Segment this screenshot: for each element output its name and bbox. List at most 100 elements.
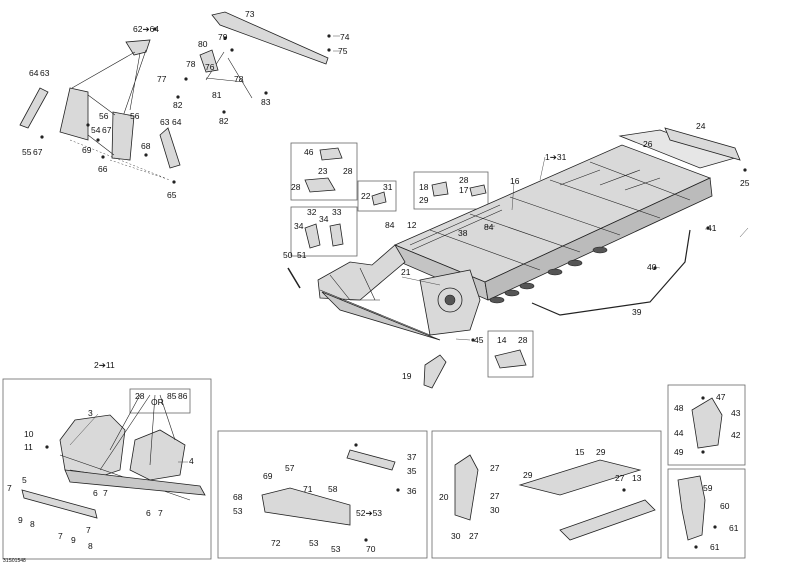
callout-27a: 27 — [490, 463, 500, 473]
callout-39: 39 — [632, 307, 642, 317]
callout-23: 23 — [318, 166, 328, 176]
callout-1-31: 1➔31 — [545, 152, 567, 162]
subassembly-box-42-49 — [667, 384, 746, 466]
skid-plate-58 — [261, 487, 351, 526]
callout-51: 51 — [297, 250, 307, 260]
side-panel-13 — [559, 499, 656, 541]
callout-79: 79 — [218, 32, 228, 42]
callout-8b: 8 — [88, 541, 93, 551]
callout-61a: 61 — [729, 523, 739, 533]
callout-3: 3 — [88, 408, 93, 418]
subassembly-box-59-61 — [667, 468, 746, 559]
callout-36: 36 — [407, 486, 417, 496]
lever-76-78 — [199, 49, 219, 73]
callout-46: 46 — [304, 147, 314, 157]
subassembly-box-18-29 — [413, 171, 489, 210]
callout-58: 58 — [328, 484, 338, 494]
subassembly-box-52-72 — [217, 430, 428, 559]
tunnel-side-vents — [489, 246, 608, 304]
callout-41: 41 — [707, 223, 717, 233]
callout-7a: 7 — [7, 483, 12, 493]
callout-77: 77 — [157, 74, 167, 84]
callout-56b: 56 — [130, 111, 140, 121]
callout-62-64: 62➔64 — [133, 24, 159, 34]
callout-35: 35 — [407, 466, 417, 476]
callout-34a: 34 — [319, 214, 329, 224]
callout-19: 19 — [402, 371, 412, 381]
callout-80: 80 — [198, 39, 208, 49]
strip-38 — [409, 204, 503, 251]
callout-74: 74 — [340, 32, 350, 42]
leader-lines — [69, 35, 749, 463]
steering-arm-73 — [211, 11, 329, 65]
callout-18: 18 — [419, 182, 429, 192]
bracket-46 — [319, 147, 343, 161]
bracket-14 — [494, 349, 527, 369]
callout-43: 43 — [731, 408, 741, 418]
callout-66: 66 — [98, 164, 108, 174]
plate-23 — [304, 177, 336, 193]
callout-78a: 78 — [186, 59, 196, 69]
callout-69: 69 — [82, 145, 92, 155]
callout-59: 59 — [703, 483, 713, 493]
front-frame-assembly — [59, 394, 206, 501]
callout-84b: 84 — [484, 222, 494, 232]
callout-2-11: 2➔11 — [94, 360, 115, 370]
rod-50-51 — [287, 267, 301, 289]
callout-53b: 53 — [309, 538, 319, 548]
front-frame — [317, 244, 481, 341]
callout-27b: 27 — [490, 491, 500, 501]
cable-39-40 — [531, 229, 691, 316]
callout-40: 40 — [647, 262, 657, 272]
callout-63a: 63 — [40, 68, 50, 78]
callout-21: 21 — [401, 267, 411, 277]
callout-82b: 82 — [219, 116, 229, 126]
callout-60: 60 — [720, 501, 730, 511]
callout-83: 83 — [261, 97, 271, 107]
callout-6a: 6 — [93, 488, 98, 498]
callout-29b: 29 — [596, 447, 606, 457]
bracket-20 — [454, 454, 479, 521]
callout-7b: 7 — [103, 488, 108, 498]
callout-28c: 28 — [459, 175, 469, 185]
bracket-32 — [304, 223, 321, 249]
bracket-17 — [469, 184, 487, 197]
callout-20: 20 — [439, 492, 449, 502]
callout-52-53: 52➔53 — [356, 508, 382, 518]
subassembly-box-32-34 — [290, 206, 358, 257]
subassembly-box-14-28 — [487, 330, 534, 378]
callout-55: 55 — [22, 147, 32, 157]
callout-11: 11 — [24, 442, 33, 452]
callout-9b: 9 — [71, 535, 76, 545]
subassembly-box-2-11 — [2, 378, 212, 560]
callout-4: 4 — [189, 456, 194, 466]
callout-27c: 27 — [615, 473, 625, 483]
callout-84a: 84 — [385, 220, 395, 230]
callout-25: 25 — [740, 178, 750, 188]
callout-71: 71 — [303, 484, 313, 494]
callout-32: 32 — [307, 207, 317, 217]
callout-64b: 64 — [172, 117, 182, 127]
callout-50: 50 — [283, 250, 293, 260]
subassembly-box-13-30 — [431, 430, 662, 559]
callout-72: 72 — [271, 538, 281, 548]
callout-68b: 68 — [233, 492, 243, 502]
callout-10: 10 — [24, 429, 34, 439]
callout-30b: 30 — [451, 531, 461, 541]
callout-28b: 28 — [291, 182, 301, 192]
callout-34b: 34 — [294, 221, 304, 231]
callout-31: 31 — [383, 182, 393, 192]
callout-26: 26 — [643, 139, 653, 149]
callout-5: 5 — [22, 475, 27, 485]
bracket-63-64-right — [159, 127, 181, 169]
callout-61b: 61 — [710, 542, 720, 552]
callout-38: 38 — [458, 228, 468, 238]
bracket-19 — [423, 354, 447, 389]
callout-27d: 27 — [469, 531, 479, 541]
subassembly-box-22-31 — [357, 180, 397, 212]
rail-24 — [664, 127, 741, 161]
callout-30a: 30 — [490, 505, 500, 515]
callout-7e: 7 — [86, 525, 91, 535]
callout-67b: 67 — [33, 147, 43, 157]
